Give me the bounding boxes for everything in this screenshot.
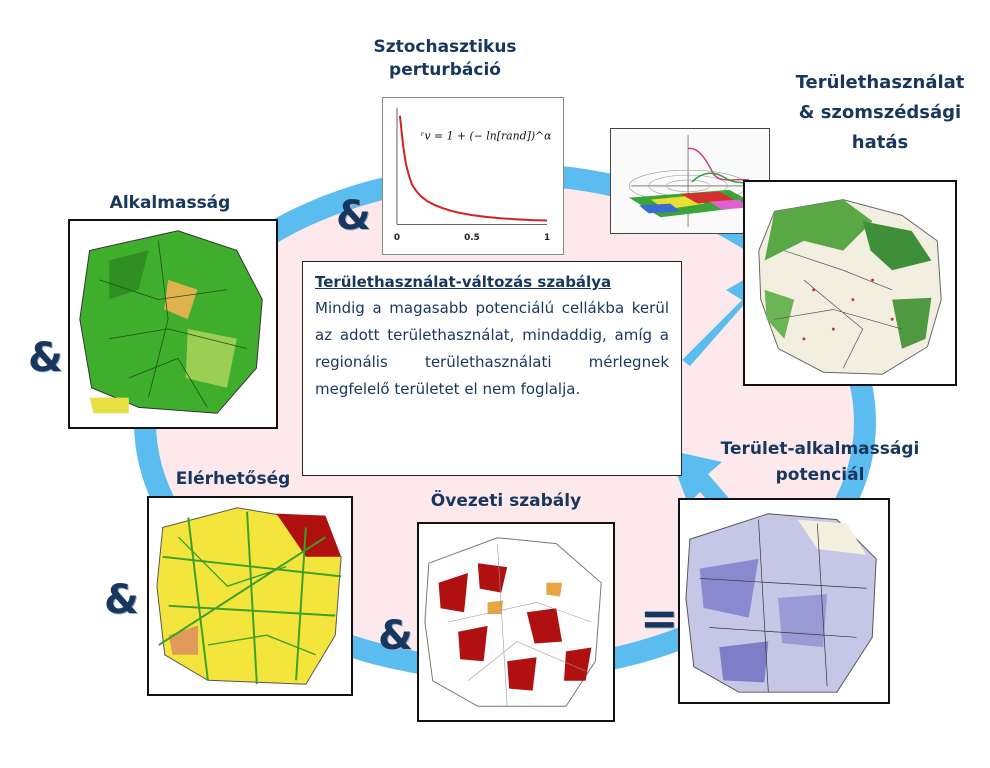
chart-x-tick-2: 1 — [544, 233, 550, 243]
rule-title: Területhasználat-változás szabálya — [315, 273, 612, 291]
suitability-map — [70, 221, 276, 427]
label-landuse-line3: hatás — [851, 132, 909, 153]
and-operator-bottom: & — [378, 613, 413, 659]
label-suitability: Alkalmasság — [109, 193, 231, 213]
accessibility-map — [149, 498, 351, 694]
equals-operator: = — [640, 591, 679, 645]
landuse-map — [745, 182, 955, 384]
label-potential: Terület-alkalmassági potenciál — [700, 436, 940, 488]
label-potential-line2: potenciál — [775, 465, 865, 485]
chart-formula: ʳv = 1 + (− ln[rand])^α — [421, 129, 552, 142]
neighbourhood-effect-graphic — [611, 129, 769, 233]
and-operator-left: & — [28, 335, 63, 381]
label-landuse: Területhasználat & szomszédsági hatás — [770, 68, 990, 158]
rule-textbox: Területhasználat-változás szabálya Mindi… — [302, 261, 682, 476]
label-accessibility: Elérhetőség — [175, 469, 291, 489]
potential-map-panel — [678, 498, 890, 704]
label-perturbation: Sztochasztikus perturbáció — [373, 37, 517, 80]
suitability-map-panel — [68, 219, 278, 429]
perturbation-chart-panel: ʳv = 1 + (− ln[rand])^α 0 0.5 1 — [382, 97, 564, 255]
label-landuse-line2: & szomszédsági — [798, 102, 962, 123]
landuse-map-panel — [743, 180, 957, 386]
label-zoning: Övezeti szabály — [430, 491, 582, 511]
chart-x-tick-1: 0.5 — [464, 233, 480, 243]
rule-text: Mindig a magasabb potenciálú cellákba ke… — [315, 299, 669, 398]
zoning-map-panel — [417, 522, 615, 722]
and-operator-top: & — [336, 193, 371, 239]
zoning-map — [419, 524, 613, 720]
neighbourhood-effect-thumbnail — [610, 128, 770, 234]
and-operator-lower-left: & — [104, 577, 139, 623]
accessibility-map-panel — [147, 496, 353, 696]
chart-series-line — [398, 115, 548, 222]
potential-map — [680, 500, 888, 702]
label-potential-line1: Terület-alkalmassági — [720, 439, 920, 459]
perturbation-chart: ʳv = 1 + (− ln[rand])^α 0 0.5 1 — [394, 107, 552, 243]
chart-x-tick-0: 0 — [394, 233, 400, 243]
label-landuse-line1: Területhasználat — [795, 72, 965, 93]
